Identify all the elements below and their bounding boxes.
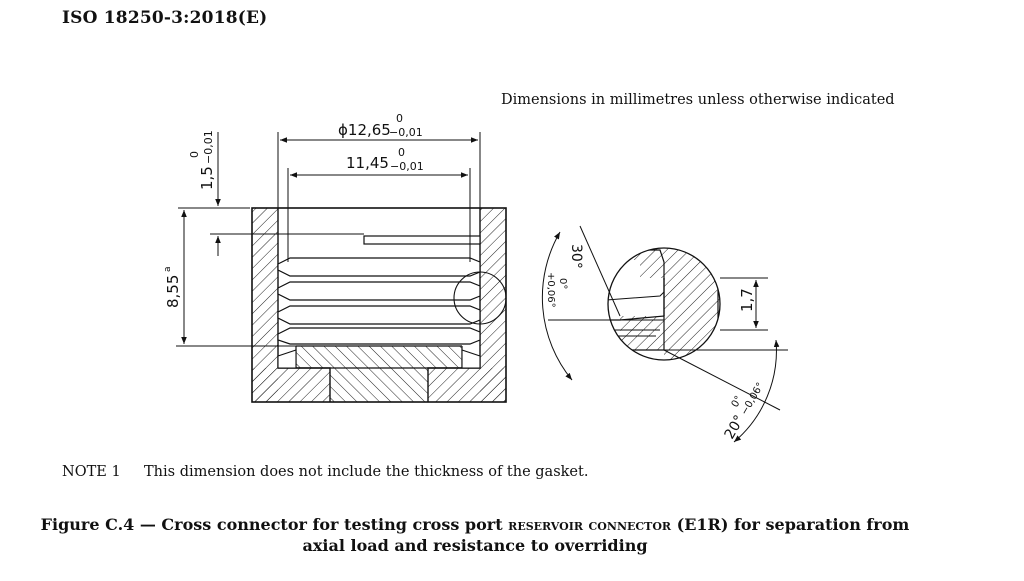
dim-inner-tol-upper: 0	[398, 146, 405, 159]
dim-top-tol-lower: −0,01	[202, 130, 215, 164]
dim-outer-tol-upper: 0	[396, 112, 403, 125]
caption-part-2: reservoir connector	[508, 515, 672, 534]
dimensions-note: Dimensions in millimetres unless otherwi…	[501, 92, 895, 108]
angle-upper: 30°	[568, 244, 584, 269]
dim-inner-diameter: 11,45	[346, 154, 389, 172]
note-label: NOTE 1	[62, 464, 121, 480]
dimension-labels: ϕ12,65 0 −0,01 11,45 0 −0,01 1,5 0 −0,01…	[163, 112, 424, 308]
dim-outer-diameter: ϕ12,65	[338, 121, 391, 139]
detail-dim: 1,7	[738, 288, 756, 312]
cross-section-body	[251, 207, 507, 403]
document-header: ISO 18250-3:2018(E)	[62, 8, 268, 28]
angle-upper-tol-upper: 0°	[557, 278, 568, 289]
detail-view: 1,7 30° 0° +0,06° 20° 0° −0,06°	[541, 225, 788, 443]
dim-outer-tol-lower: −0,01	[389, 126, 423, 139]
caption-part-3: (E1R) for separation from axial load and…	[302, 515, 910, 555]
dim-inner-tol-lower: −0,01	[390, 160, 424, 173]
dim-top-offset: 1,5	[198, 166, 216, 190]
angle-lower-tol-upper: 0°	[730, 394, 745, 409]
dim-height-note: a	[163, 266, 173, 272]
caption-part-1: Figure C.4 — Cross connector for testing…	[40, 515, 509, 534]
dimension-lines	[176, 132, 481, 347]
dim-top-tol-upper: 0	[188, 151, 201, 158]
figure-caption: Figure C.4 — Cross connector for testing…	[40, 514, 910, 556]
note-1: NOTE 1 This dimension does not include th…	[62, 464, 588, 480]
dim-height: 8,55	[164, 275, 182, 308]
angle-lower: 20°	[722, 412, 748, 442]
angle-upper-tol-lower: +0,06°	[545, 272, 556, 308]
note-text: This dimension does not include the thic…	[144, 464, 589, 480]
